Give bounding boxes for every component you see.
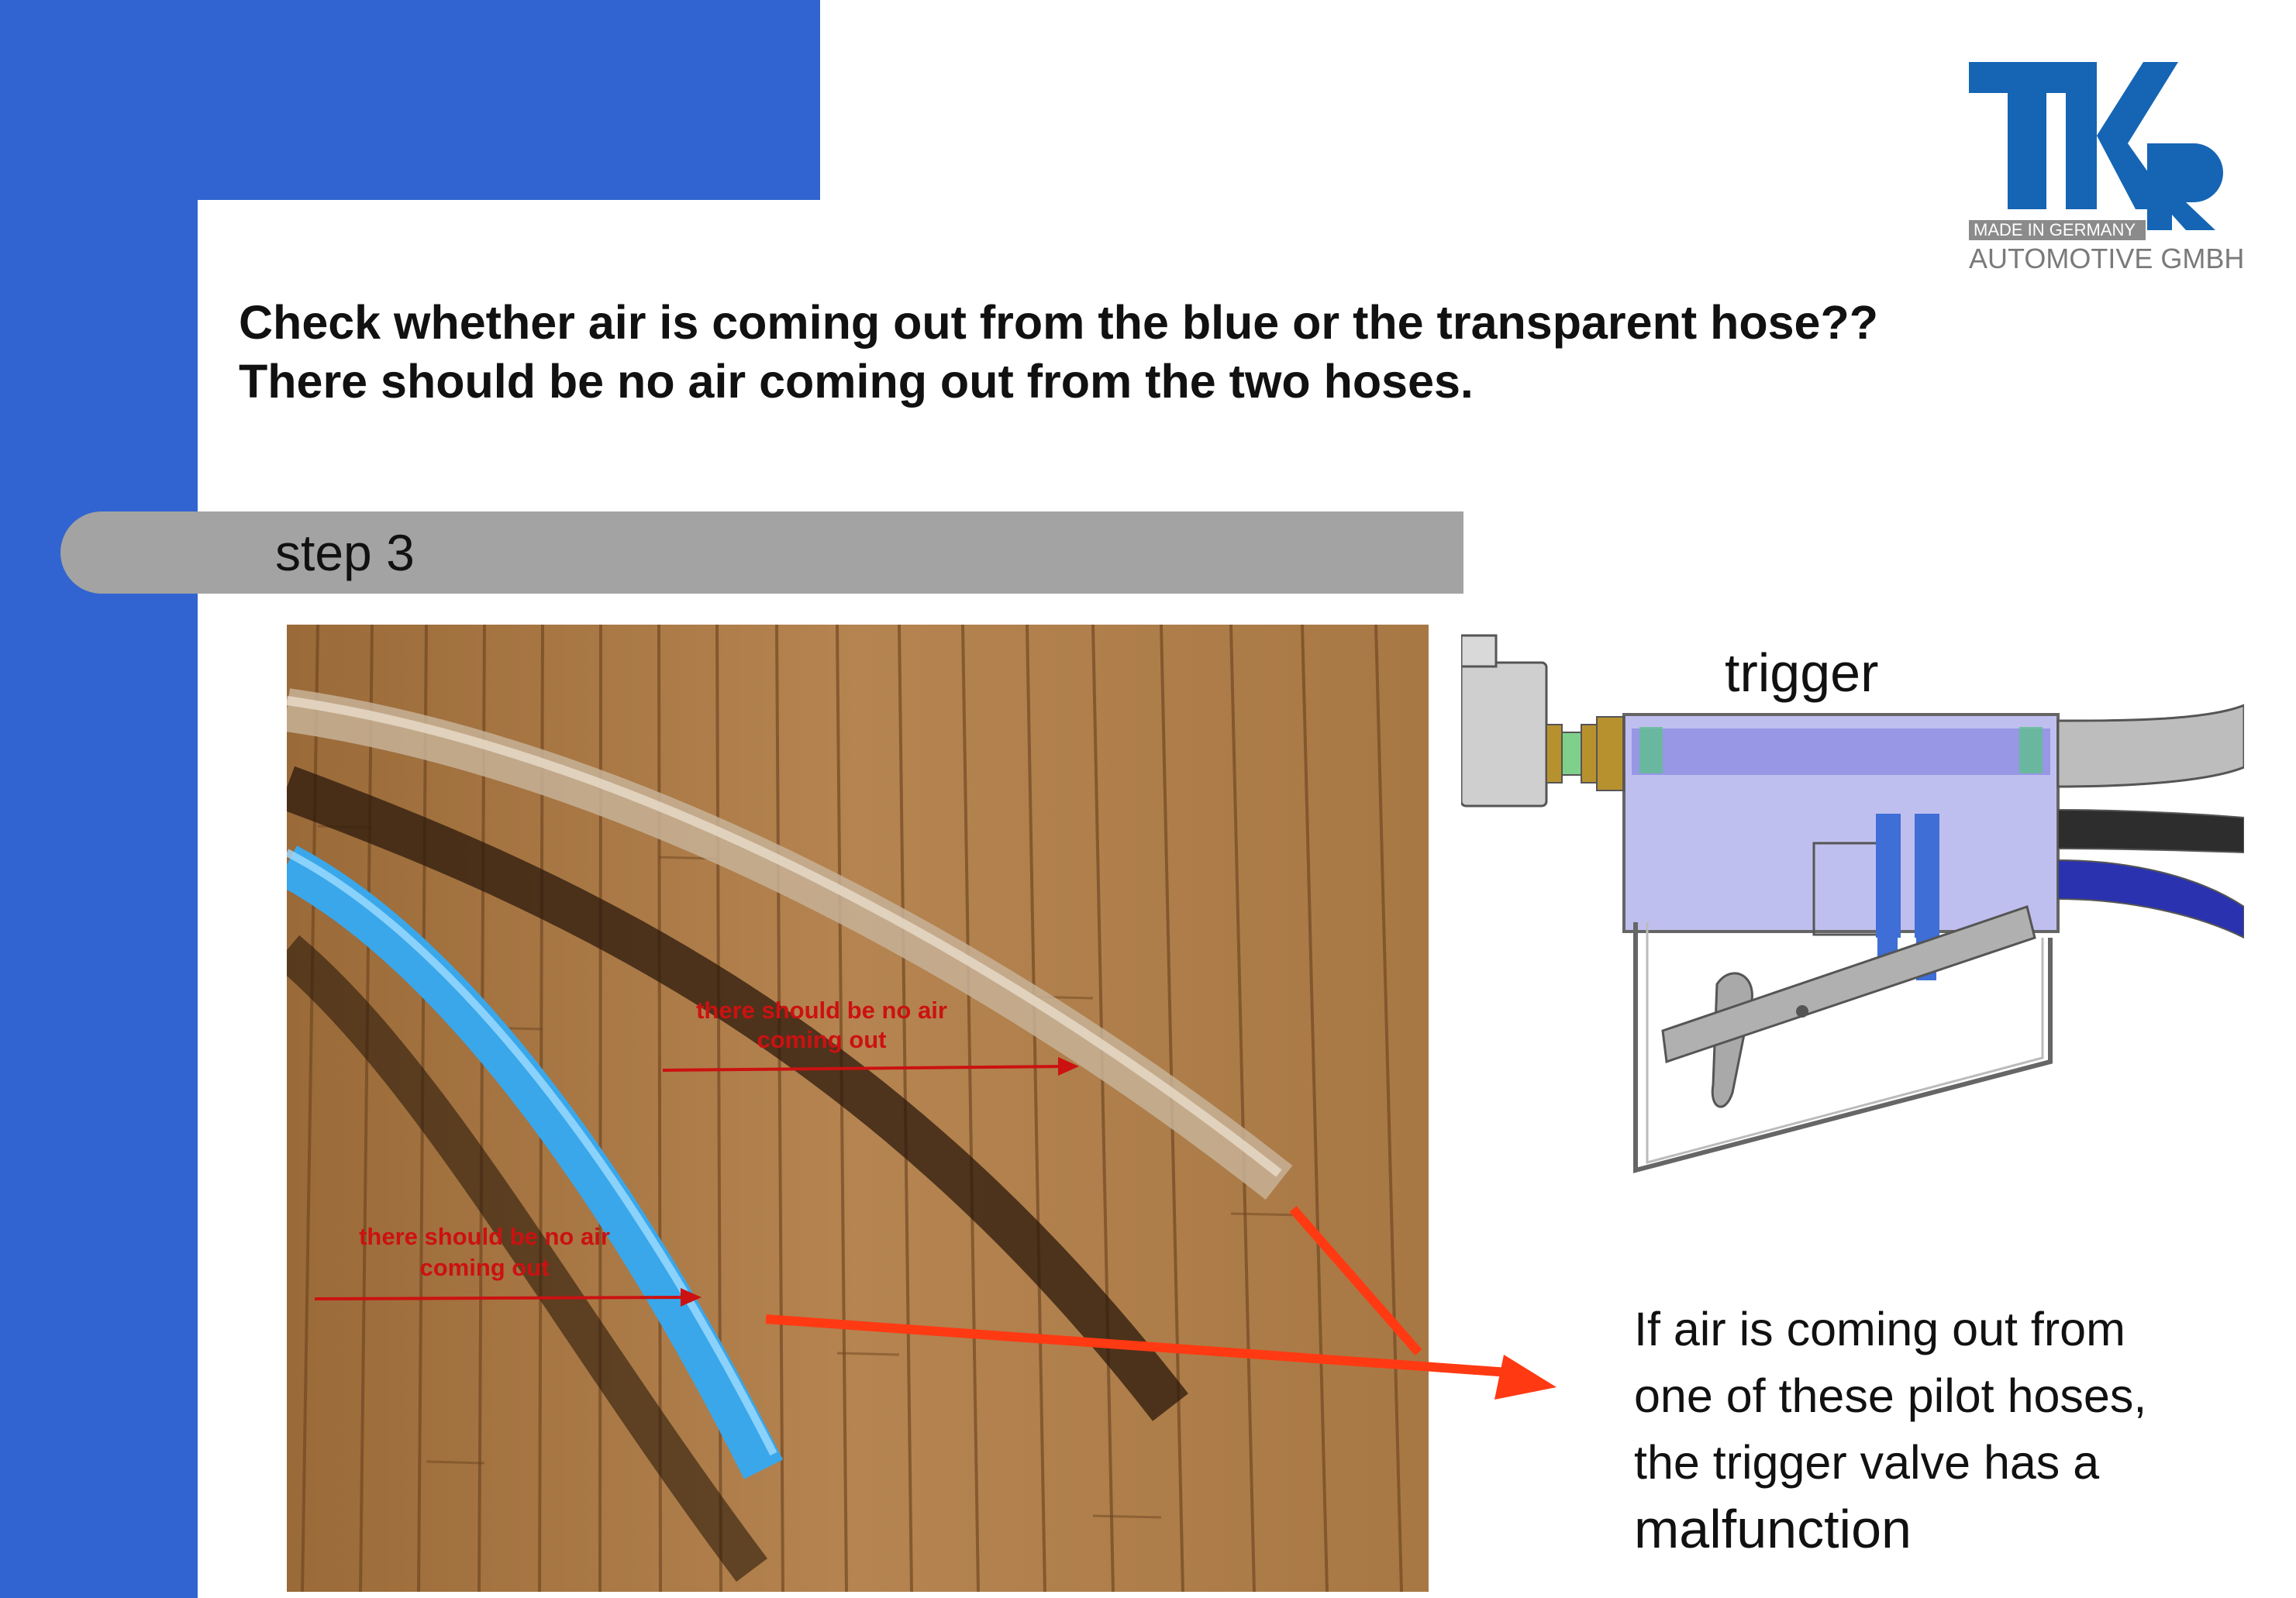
callout-line-3: the trigger valve has a: [1634, 1436, 2100, 1489]
heading-line-2: There should be no air coming out from t…: [239, 355, 1474, 408]
annotation-top-arrow: [662, 1065, 1070, 1072]
content-panel-fill: [353, 200, 826, 355]
instruction-heading: Check whether air is coming out from the…: [239, 293, 2099, 411]
malfunction-callout: If air is coming out from one of these p…: [1634, 1296, 2270, 1562]
callout-line-1: If air is coming out from: [1634, 1303, 2125, 1355]
trigger-drawing: [1461, 634, 2244, 1173]
callout-line-2: one of these pilot hoses,: [1634, 1369, 2147, 1422]
step-bar: [60, 511, 1463, 594]
blue-hose-shadow: [287, 935, 768, 1582]
heading-line-1: Check whether air is coming out from the…: [239, 296, 1878, 349]
hoses-photo: there should be no air coming out there …: [287, 625, 1429, 1592]
tkr-logo: MADE IN GERMANY AUTOMOTIVE GMBH: [1969, 62, 2244, 274]
annotation-top-line-2: coming out: [757, 1026, 886, 1053]
pointer-arrowhead: [1494, 1355, 1557, 1400]
step-label: step 3: [275, 524, 415, 581]
annotation-top-line-1: there should be no air: [696, 997, 947, 1024]
left-blue-sidebar: [0, 0, 198, 1598]
logo-tagline: MADE IN GERMANY: [1974, 220, 2136, 239]
transparent-hose-shadow: [287, 766, 1188, 1421]
trigger-label: trigger: [1725, 642, 1879, 703]
annotation-left-arrow: [314, 1296, 691, 1300]
blue-hose: [287, 845, 784, 1479]
logo-company: AUTOMOTIVE GMBH: [1969, 243, 2244, 274]
callout-line-4: malfunction: [1634, 1499, 1912, 1559]
annotation-left-line-2: coming out: [419, 1254, 549, 1281]
annotation-left-line-1: there should be no air: [359, 1223, 610, 1250]
transparent-hose: [287, 688, 1293, 1200]
